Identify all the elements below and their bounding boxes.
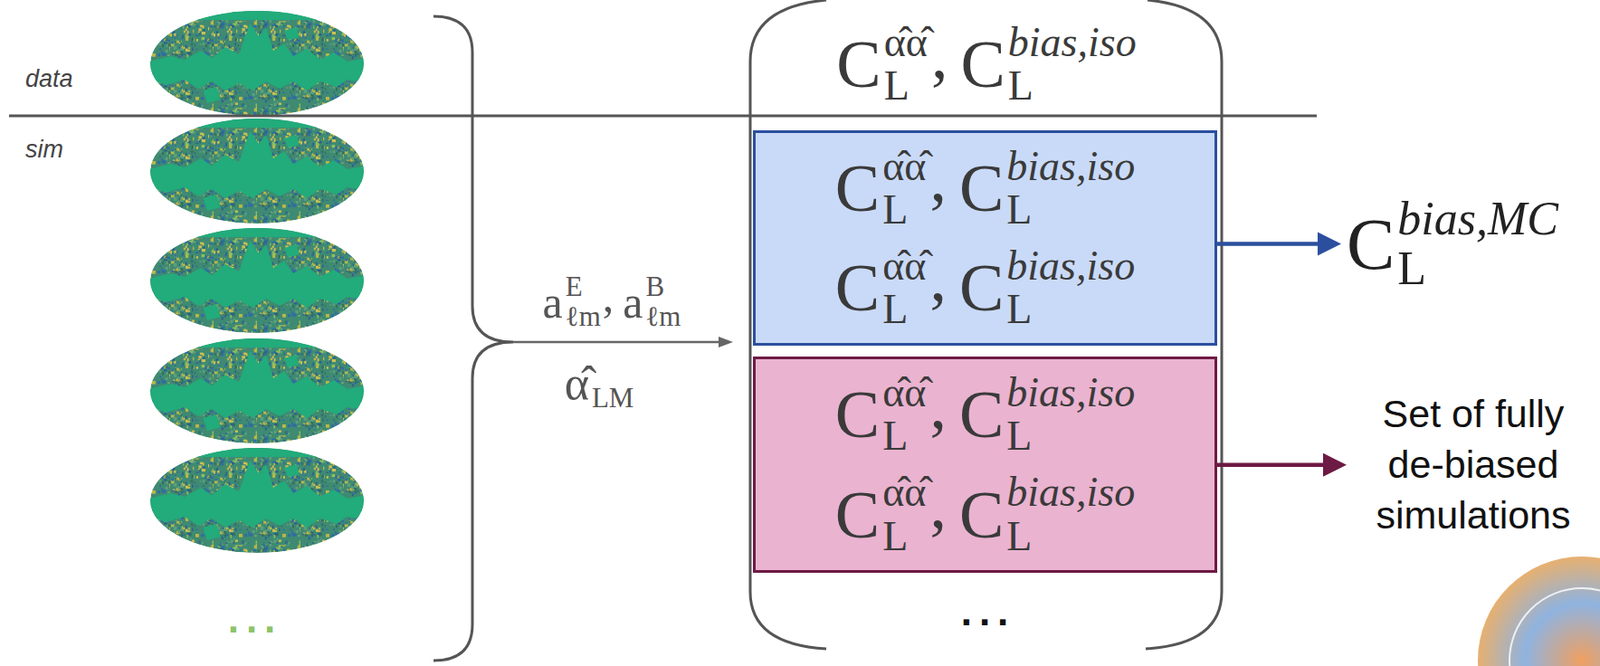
formula-row: Cα̂α̂L,Cbias,isoL (835, 371, 1135, 459)
math-base: a (622, 279, 643, 325)
math-term: Cbias,isoL (959, 371, 1135, 459)
ellipsis-dots: ... (228, 599, 284, 639)
math-comma: , (929, 244, 947, 332)
math-superscript: α̂α̂ (882, 244, 926, 288)
math-subscript: LM (591, 383, 635, 414)
section-label: sim (25, 135, 64, 164)
math-subscript: ℓm (645, 302, 681, 333)
math-comma: , (929, 471, 947, 559)
math-superscript: bias,iso (1008, 20, 1137, 65)
math-base: C (960, 30, 1005, 98)
math-scripts: Eℓm (565, 272, 601, 332)
math-subscript: L (1006, 188, 1135, 232)
math-comma: , (931, 20, 949, 108)
formula-row: Cα̂α̂L,Cbias,isoL (836, 20, 1136, 109)
math-term: Cbias,MCL (1346, 194, 1559, 294)
formula-row: aEℓm,aBℓm (542, 272, 682, 332)
math-subscript: L (882, 414, 926, 458)
math-base: a (542, 279, 563, 325)
math-subscript: L (884, 64, 928, 108)
math-term: α̂LM (564, 353, 635, 414)
math-term: Cbias,isoL (959, 470, 1135, 559)
math-comma: , (929, 371, 947, 459)
math-subscript: L (1397, 244, 1559, 295)
math-scripts: α̂α̂L (882, 371, 926, 459)
math-base: C (835, 481, 880, 549)
flow-arrow-line (513, 341, 721, 344)
math-term: Cbias,isoL (960, 20, 1136, 109)
math-superscript: E (565, 272, 601, 303)
math-superscript: bias,iso (1006, 470, 1135, 515)
math-base: C (835, 154, 880, 222)
connector-arrow (1217, 453, 1347, 477)
debiased-group: Cα̂α̂L,Cbias,isoLCα̂α̂L,Cbias,isoL (752, 356, 1218, 573)
formula-row: Cα̂α̂L,Cbias,isoL (835, 470, 1135, 559)
math-scripts: α̂α̂L (882, 470, 926, 559)
math-base: C (959, 481, 1004, 549)
math-superscript: α̂α̂ (882, 470, 926, 515)
result-text: Set of fully de-biased simulations (1352, 389, 1595, 542)
math-spacer (591, 353, 635, 384)
math-subscript: L (1008, 64, 1137, 108)
math-term: Cbias,isoL (959, 244, 1135, 333)
math-scripts: α̂α̂L (882, 244, 926, 333)
math-term: Cα̂α̂L (836, 20, 928, 109)
math-comma: , (929, 144, 947, 232)
math-term: aEℓm (542, 272, 601, 332)
math-superscript: α̂α̂ (882, 144, 926, 189)
math-term: aBℓm (622, 272, 681, 332)
math-superscript: bias,iso (1006, 144, 1135, 189)
left-brace (433, 16, 514, 661)
math-superscript: bias,iso (1006, 371, 1135, 415)
formula-row: Cα̂α̂L,Cbias,isoL (835, 244, 1135, 333)
math-term: Cα̂α̂L (835, 244, 927, 333)
math-base: C (959, 254, 1004, 322)
section-label: data (25, 65, 74, 94)
math-subscript: L (1006, 287, 1135, 332)
math-scripts: bias,MCL (1397, 194, 1559, 294)
math-term: Cα̂α̂L (835, 470, 927, 559)
math-base: C (959, 154, 1004, 222)
divider-line (9, 114, 1317, 118)
math-subscript: ℓm (565, 302, 601, 333)
formula-row: Cα̂α̂L,Cbias,isoL (835, 144, 1135, 233)
math-scripts: LM (591, 353, 635, 414)
math-scripts: α̂α̂L (882, 144, 926, 233)
ellipsis-dots: ... (961, 591, 1017, 632)
math-scripts: bias,isoL (1006, 371, 1135, 459)
planck-logo (1477, 556, 1600, 666)
math-scripts: α̂α̂L (884, 20, 928, 109)
math-comma: , (602, 274, 615, 333)
math-superscript: α̂α̂ (882, 371, 926, 415)
math-subscript: L (882, 188, 926, 232)
math-superscript: α̂α̂ (884, 20, 928, 65)
math-term: Cα̂α̂L (835, 371, 927, 459)
result-label: Cbias,MCL (1346, 194, 1559, 294)
flow-arrow-head (718, 336, 734, 348)
math-subscript: L (1006, 514, 1135, 559)
math-scripts: bias,isoL (1008, 20, 1137, 109)
math-scripts: bias,isoL (1006, 244, 1135, 333)
math-subscript: L (882, 514, 926, 559)
math-superscript: B (645, 272, 681, 303)
math-base: C (835, 380, 880, 448)
math-base: C (836, 30, 881, 98)
result-label: Set of fully de-biased simulations (1352, 389, 1595, 542)
math-scripts: Bℓm (645, 272, 681, 332)
connector-arrow (1217, 232, 1342, 257)
math-scripts: bias,isoL (1006, 470, 1135, 559)
math-base: C (959, 380, 1004, 448)
sky-maps (148, 10, 366, 553)
math-base: C (1346, 208, 1395, 281)
mc-bias-group: Cα̂α̂L,Cbias,isoLCα̂α̂L,Cbias,isoL (752, 130, 1218, 346)
math-superscript: bias,iso (1006, 244, 1135, 288)
math-base: α̂ (564, 360, 590, 408)
math-subscript: L (1006, 414, 1135, 458)
math-base: C (835, 254, 880, 322)
math-superscript: bias,MC (1397, 194, 1559, 245)
math-subscript: L (882, 287, 926, 332)
math-scripts: bias,isoL (1006, 144, 1135, 233)
math-term: Cbias,isoL (959, 144, 1135, 233)
math-term: Cα̂α̂L (835, 144, 927, 233)
